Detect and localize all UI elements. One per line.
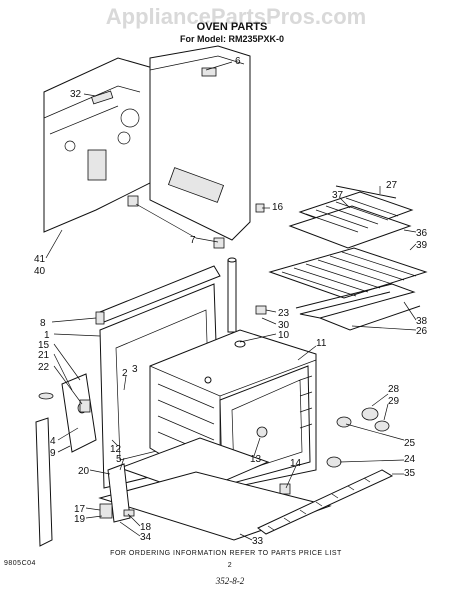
callout-20: 20 [78, 466, 90, 477]
callout-4: 4 [50, 436, 56, 447]
watermark: AppliancePartsPros.com [106, 4, 366, 29]
side-trim [35, 417, 53, 547]
callout-19: 19 [74, 514, 86, 525]
spacer-block [127, 195, 139, 207]
bolt-icon [38, 392, 54, 400]
callout-11: 11 [316, 338, 327, 349]
diagram-title: OVEN PARTS [197, 21, 268, 33]
callout-39: 39 [416, 240, 428, 251]
callout-29: 29 [388, 396, 400, 407]
callout-7: 7 [190, 235, 196, 246]
vent-trim [257, 469, 394, 535]
callout-34: 34 [140, 532, 152, 543]
callout-28: 28 [388, 384, 400, 395]
callout-1: 1 [44, 330, 50, 341]
callout-25: 25 [404, 438, 416, 449]
callout-35: 35 [404, 468, 416, 479]
callout-37: 37 [332, 190, 344, 201]
callout-36: 36 [416, 228, 428, 239]
callout-5: 5 [116, 454, 122, 465]
callout-22: 22 [38, 362, 50, 373]
oven-bottom-frame [35, 417, 332, 547]
callout-27: 27 [386, 180, 398, 191]
vent-grille-icon [91, 90, 114, 105]
callout-30: 30 [278, 320, 290, 331]
callout-13: 13 [250, 454, 262, 465]
callout-17: 17 [74, 504, 86, 515]
callout-24: 24 [404, 454, 416, 465]
callout-3: 3 [132, 364, 138, 375]
element-stem [227, 257, 267, 333]
callout-33: 33 [252, 536, 264, 547]
callout-32: 32 [70, 89, 82, 100]
cabinet-back-panel [127, 45, 265, 249]
spacer-block-2 [213, 237, 225, 249]
broiler-pan-assembly [288, 185, 414, 249]
light-bulb-icon [361, 407, 379, 421]
callout-40: 40 [34, 266, 46, 277]
bake-element [295, 283, 421, 331]
handwritten-note: 352-8-2 [215, 576, 245, 586]
callout-labels: 32 6 27 37 16 7 36 39 41 40 8 23 30 10 3… [34, 56, 428, 547]
callout-9: 9 [50, 448, 56, 459]
terminal-block [255, 305, 267, 315]
model-number: For Model: RM235PXK-0 [180, 34, 284, 44]
callout-2: 2 [122, 368, 128, 379]
callout-18: 18 [140, 522, 152, 533]
callout-26: 26 [416, 326, 428, 337]
callout-12: 12 [110, 444, 122, 455]
oven-rack [268, 247, 428, 299]
callout-8: 8 [40, 318, 46, 329]
callout-21: 21 [38, 350, 50, 361]
callout-15: 15 [38, 340, 50, 351]
diagram-code: 9805C04 [4, 560, 36, 567]
callout-6: 6 [235, 56, 241, 67]
ordering-note: FOR ORDERING INFORMATION REFER TO PARTS … [110, 550, 342, 557]
oven-back-panel [43, 57, 161, 233]
callout-23: 23 [278, 308, 290, 319]
callout-14: 14 [290, 458, 302, 469]
light-socket [256, 426, 268, 438]
leader-lines [45, 61, 417, 541]
page-number: 2 [228, 562, 232, 569]
oven-light-parts [279, 407, 390, 495]
callout-16: 16 [272, 202, 284, 213]
callout-10: 10 [278, 330, 290, 341]
callout-41: 41 [34, 254, 46, 265]
callout-38: 38 [416, 316, 428, 327]
